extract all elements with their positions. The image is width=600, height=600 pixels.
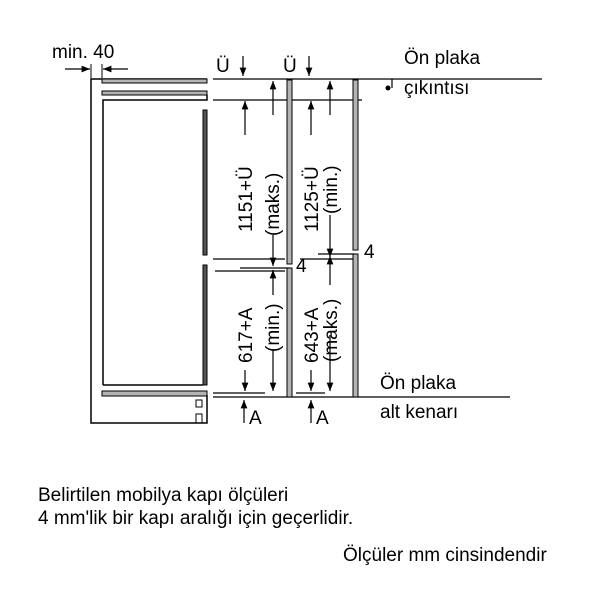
note-line-1: Belirtilen mobilya kapı ölçüleri (38, 485, 289, 506)
reference-lines (213, 78, 542, 398)
bottom-edge-label-2: alt kenarı (380, 402, 458, 423)
lower-min-note: (min.) (263, 303, 284, 352)
projection-label-1: Ön plaka (404, 48, 480, 69)
u-marker-1: Ü (216, 56, 230, 77)
door-panels (286, 79, 359, 398)
units-note: Ölçüler mm cinsindendir (343, 545, 547, 566)
lower-min-dimension: 617+A (236, 307, 257, 363)
upper-max-note: (maks.) (263, 173, 284, 236)
upper-min-note: (min.) (321, 165, 342, 214)
lower-max-dimension: 643+A (302, 307, 323, 363)
a-marker-2: A (316, 408, 329, 429)
note-line-2: 4 mm'lik bir kapı aralığı için geçerlidi… (38, 508, 354, 529)
dimension-arrows (240, 81, 334, 423)
lower-max-note: (maks.) (321, 299, 342, 362)
cabinet-niche (90, 78, 208, 424)
min-gap-label: min. 40 (52, 42, 114, 63)
projection-label-2: çıkıntısı (404, 78, 469, 99)
upper-min-dimension: 1125+Ü (302, 166, 323, 232)
a-marker-1: A (249, 408, 262, 429)
gap-4-lower: 4 (296, 256, 307, 277)
bottom-edge-label-1: Ön plaka (380, 373, 456, 394)
projection-dot (385, 85, 391, 91)
upper-max-dimension: 1151+Ü (236, 166, 257, 232)
gap-4-upper: 4 (364, 242, 375, 263)
u-marker-2: Ü (283, 56, 297, 77)
